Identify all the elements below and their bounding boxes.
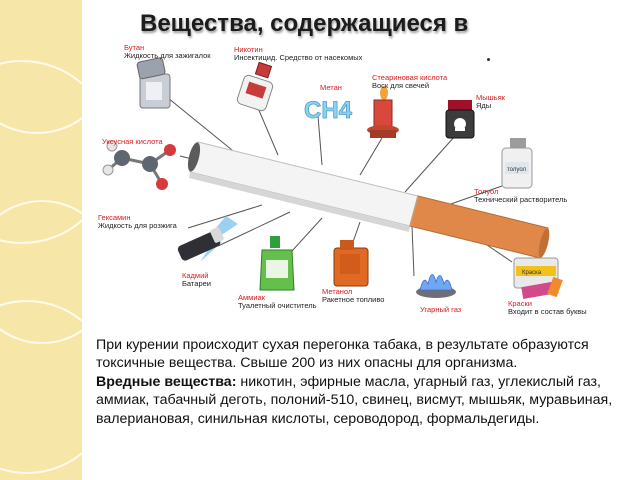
connector-line [447, 185, 503, 206]
label-name: Бутан [124, 43, 145, 52]
methane-formula-icon: CH4 [304, 97, 353, 124]
label-desc: Технический растворитель [474, 195, 568, 204]
label-butan: Бутан Жидкость для зажигалок [124, 44, 211, 60]
harmful-paragraph: Вредные вещества: никотин, эфирные масла… [96, 373, 626, 428]
gas-burner-icon [416, 274, 456, 298]
filter-seam [409, 195, 419, 227]
harmful-label: Вредные вещества: [96, 373, 237, 390]
decorative-side-strip [0, 0, 82, 480]
acetic-acid-molecule-icon [102, 140, 176, 190]
label-metanol: Метанол Ракетное топливо [322, 288, 384, 304]
cigarette-substances-diagram: CH4 толуол [102, 57, 563, 300]
label-desc: Ракетное топливо [322, 295, 385, 304]
cigarette-shadow [189, 172, 410, 232]
label-name: Гексамин [98, 213, 131, 222]
decorative-dot [487, 58, 490, 61]
label-name: Стеариновая кислота [372, 73, 448, 82]
label-toluol: Толуол Технический растворитель [474, 188, 567, 204]
connector-line [411, 225, 415, 277]
connector-lines [167, 97, 513, 277]
label-desc: Яды [476, 101, 492, 110]
battery-icon [177, 216, 238, 262]
connector-line [257, 107, 279, 156]
label-name: Краски [508, 299, 532, 308]
connector-line [217, 211, 291, 247]
harmful-list: никотин, эфирные масла, угарный газ, угл… [96, 373, 613, 427]
label-name: Толуол [474, 187, 499, 196]
label-name: Аммиак [238, 293, 265, 302]
connector-line [404, 135, 456, 193]
toluene-bottle-icon [501, 138, 533, 189]
label-name: Никотин [234, 45, 263, 54]
label-kraski: Краски Входит в состав буквы [508, 300, 587, 316]
insecticide-spray-icon [236, 61, 274, 112]
label-desc: Инсектицид. Средство от насекомых [234, 53, 363, 62]
label-uksus: Уксусная кислота [102, 138, 163, 146]
candle-icon [367, 86, 399, 138]
slide-text-block: При курении происходит сухая перегонка т… [96, 336, 626, 428]
label-name: Метанол [322, 287, 353, 296]
connector-line [317, 115, 323, 166]
label-name: Кадмий [182, 271, 209, 280]
connector-line [167, 97, 233, 151]
cigarette-filter [409, 195, 549, 259]
paint-cans-icon [513, 257, 563, 300]
paint-can-label: Краска [522, 270, 542, 276]
label-stearin: Стеариновая кислота Воск для свечей [372, 74, 447, 90]
slide-title: Вещества, содержащиеся в [140, 10, 469, 37]
label-name: Угарный газ [420, 305, 462, 314]
label-ugarny: Угарный газ [420, 306, 461, 314]
toluene-bottle-label: толуол [507, 167, 527, 173]
label-geksamin: Гексамин Жидкость для розжига [98, 214, 177, 230]
label-ammiak: Аммиак Туалетный очиститель [238, 294, 317, 310]
ammonia-cleaner-bottle-icon [259, 236, 295, 291]
label-kadmiy: Кадмий Батареи [182, 272, 211, 288]
label-desc: Входит в состав буквы [508, 307, 587, 316]
intro-paragraph: При курении происходит сухая перегонка т… [96, 337, 589, 372]
poison-jar-icon [445, 100, 475, 139]
label-desc: Батареи [182, 279, 211, 288]
lighter-icon [136, 57, 171, 109]
label-nikotin: Никотин Инсектицид. Средство от насекомы… [234, 46, 362, 62]
label-name: Уксусная кислота [102, 137, 163, 146]
label-name: Метан [320, 83, 342, 92]
connector-line [187, 204, 263, 229]
label-myshyak: Мышьяк Яды [476, 94, 505, 110]
filter-end [538, 228, 550, 258]
cigarette [187, 141, 550, 259]
label-desc: Туалетный очиститель [238, 301, 317, 310]
jerrycan-icon [333, 240, 369, 287]
connector-line [359, 137, 383, 176]
label-metan: Метан [320, 84, 342, 92]
cigarette-ash [187, 142, 201, 172]
label-desc: Жидкость для розжига [98, 221, 177, 230]
label-name: Мышьяк [476, 93, 505, 102]
label-desc: Воск для свечей [372, 81, 430, 90]
label-desc: Жидкость для зажигалок [124, 51, 211, 60]
